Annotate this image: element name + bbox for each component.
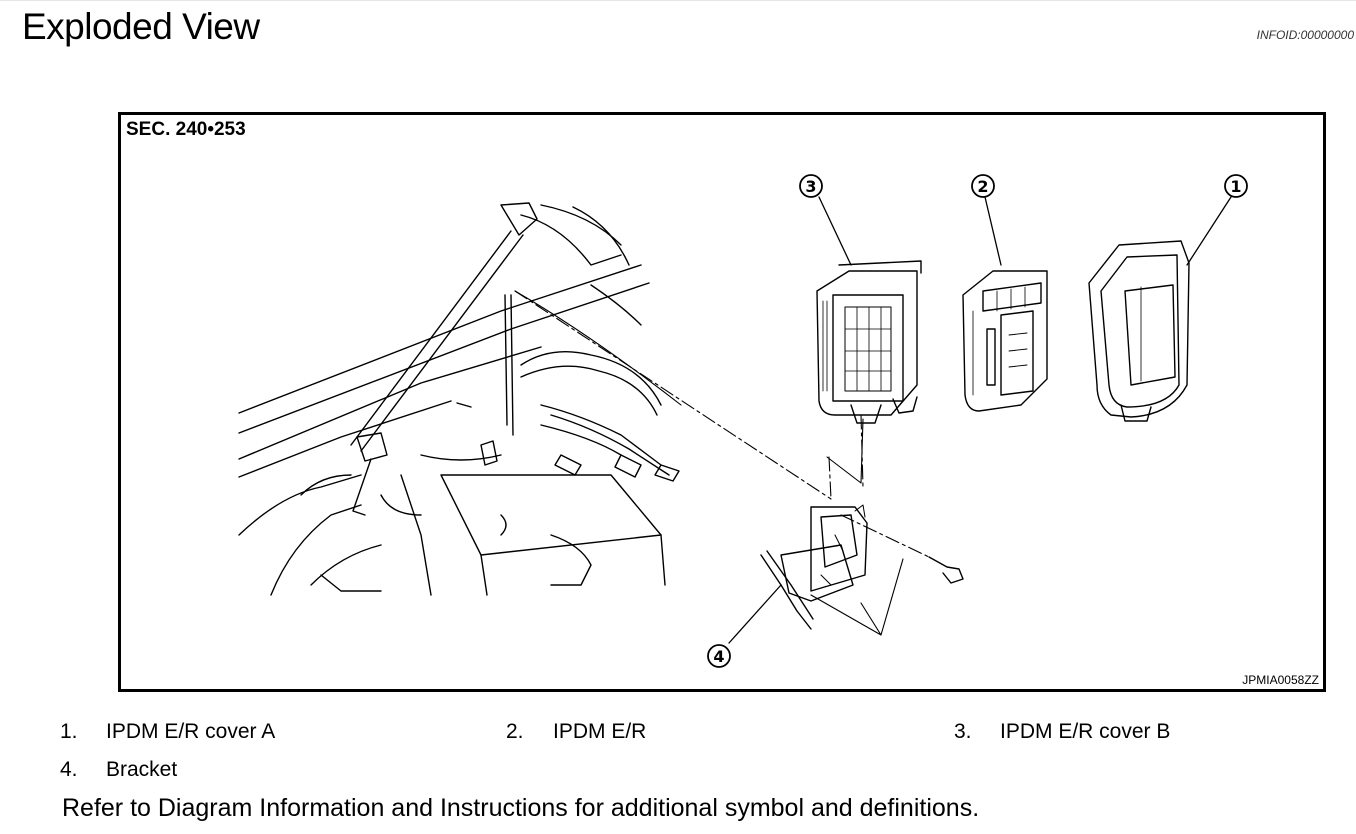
page-title: Exploded View [22,6,260,47]
legend-text: IPDM E/R [553,720,647,743]
callout-2-circle [971,174,995,198]
info-id: INFOID:00000000 [1256,28,1354,42]
legend-number: 2. [506,720,524,743]
bracket-drawing [760,504,964,630]
callout-4-label: 4 [713,647,724,666]
legend-text: IPDM E/R cover B [1000,720,1171,743]
callout-3-circle [799,174,823,198]
figure-code: JPMIA0058ZZ [1242,673,1319,687]
callout-4-circle [707,644,731,668]
legend-text: Bracket [106,758,178,781]
callout-3-label: 3 [805,177,816,196]
ipdm-cover-b-drawing [816,260,922,424]
callout-1-label: 1 [1230,177,1241,196]
exploded-view-figure: SEC. 240•253 [118,112,1326,692]
legend-number: 4. [60,758,78,781]
ipdm-er-drawing [962,270,1048,412]
legend-number: 1. [60,720,78,743]
callout-2-label: 2 [977,177,988,196]
footnote: Refer to Diagram Information and Instruc… [62,794,980,822]
exploded-view-illustration: 3 2 1 4 [238,174,1248,668]
legend-number: 3. [954,720,972,743]
engine-bay-drawing [238,202,680,596]
section-label: SEC. 240•253 [126,119,246,140]
ipdm-cover-a-drawing [1088,240,1190,422]
callout-1-circle [1224,174,1248,198]
callout-leaders [728,196,1232,644]
top-rule [0,0,1356,1]
legend-text: IPDM E/R cover A [106,720,276,743]
